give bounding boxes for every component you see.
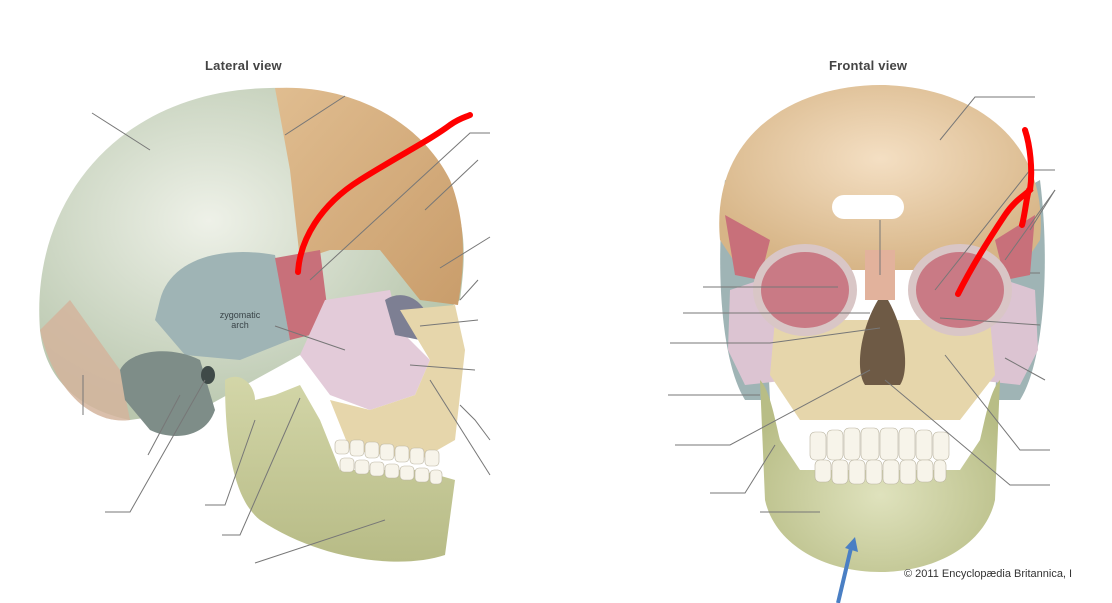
nasal-cavity (859, 300, 906, 385)
forehead-highlight (832, 195, 904, 219)
frontal-bone (275, 87, 463, 305)
blue-arrow-annotation (836, 537, 858, 603)
zygomatic-arch-label-line1: zygomatic (219, 310, 261, 320)
sphenoid-left (725, 215, 770, 280)
frontal-view-panel: Frontal view (560, 0, 1112, 603)
teeth (809, 427, 950, 485)
temporal-bone (155, 252, 290, 360)
frontal-bone (719, 85, 1041, 270)
lateral-view-panel: Lateral view (39, 58, 491, 564)
sphenoid-bone (275, 250, 330, 340)
red-annotation-line (955, 127, 1035, 297)
maxilla (330, 305, 465, 460)
mastoid-process (120, 351, 215, 436)
occipital-bone (40, 300, 130, 421)
zygomatic-arch-label-line2: arch (231, 320, 249, 330)
frontal-skull-illustration (668, 85, 1056, 603)
lateral-skull-illustration (39, 87, 491, 564)
zygomatic-arch-label: zygomatic arch (210, 310, 270, 330)
external-acoustic-meatus (201, 366, 215, 384)
orbit-left (753, 244, 857, 336)
mandible (225, 376, 455, 562)
frontal-view-title: Frontal view (829, 58, 908, 73)
teeth (334, 439, 443, 485)
copyright-credit: © 2011 Encyclopædia Britannica, I (904, 568, 1073, 580)
red-annotation-line (295, 112, 473, 275)
lateral-view-title: Lateral view (205, 58, 282, 73)
label-leader-lines (82, 95, 491, 564)
